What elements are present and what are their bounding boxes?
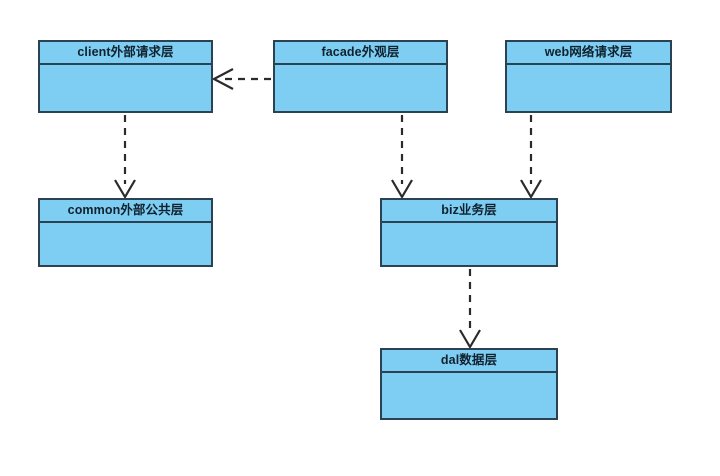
package-header-web: web网络请求层 — [507, 42, 670, 65]
package-title-biz: biz业务层 — [441, 203, 497, 218]
package-header-dal: dal数据层 — [382, 350, 556, 373]
edge-biz-to-dal-arrowhead — [459, 329, 481, 350]
edge-web-to-biz — [520, 115, 542, 200]
edge-biz-to-dal — [459, 269, 481, 350]
package-node-dal[interactable]: dal数据层 — [380, 348, 558, 420]
package-body-web — [507, 65, 670, 111]
package-node-web[interactable]: web网络请求层 — [505, 40, 672, 113]
package-title-client: client外部请求层 — [77, 45, 174, 60]
package-title-common: common外部公共层 — [67, 203, 184, 218]
edge-facade-to-biz — [391, 115, 413, 200]
package-header-common: common外部公共层 — [40, 200, 211, 223]
package-body-common — [40, 223, 211, 265]
edge-facade-to-biz-arrowhead — [391, 179, 413, 200]
package-body-biz — [382, 223, 556, 265]
package-title-web: web网络请求层 — [544, 45, 633, 60]
package-title-facade: facade外观层 — [321, 45, 400, 60]
package-node-biz[interactable]: biz业务层 — [380, 198, 558, 267]
edge-web-to-biz-arrowhead — [520, 179, 542, 200]
package-header-client: client外部请求层 — [40, 42, 211, 65]
package-node-common[interactable]: common外部公共层 — [38, 198, 213, 267]
edge-client-to-common-arrowhead — [114, 179, 136, 200]
edge-facade-to-client — [211, 68, 271, 90]
package-body-client — [40, 65, 211, 111]
edge-facade-to-client-arrowhead — [211, 68, 234, 90]
package-node-facade[interactable]: facade外观层 — [273, 40, 448, 113]
package-node-client[interactable]: client外部请求层 — [38, 40, 213, 113]
package-header-biz: biz业务层 — [382, 200, 556, 223]
package-title-dal: dal数据层 — [440, 353, 498, 368]
package-header-facade: facade外观层 — [275, 42, 446, 65]
package-body-dal — [382, 373, 556, 418]
edge-client-to-common — [114, 115, 136, 200]
package-body-facade — [275, 65, 446, 111]
